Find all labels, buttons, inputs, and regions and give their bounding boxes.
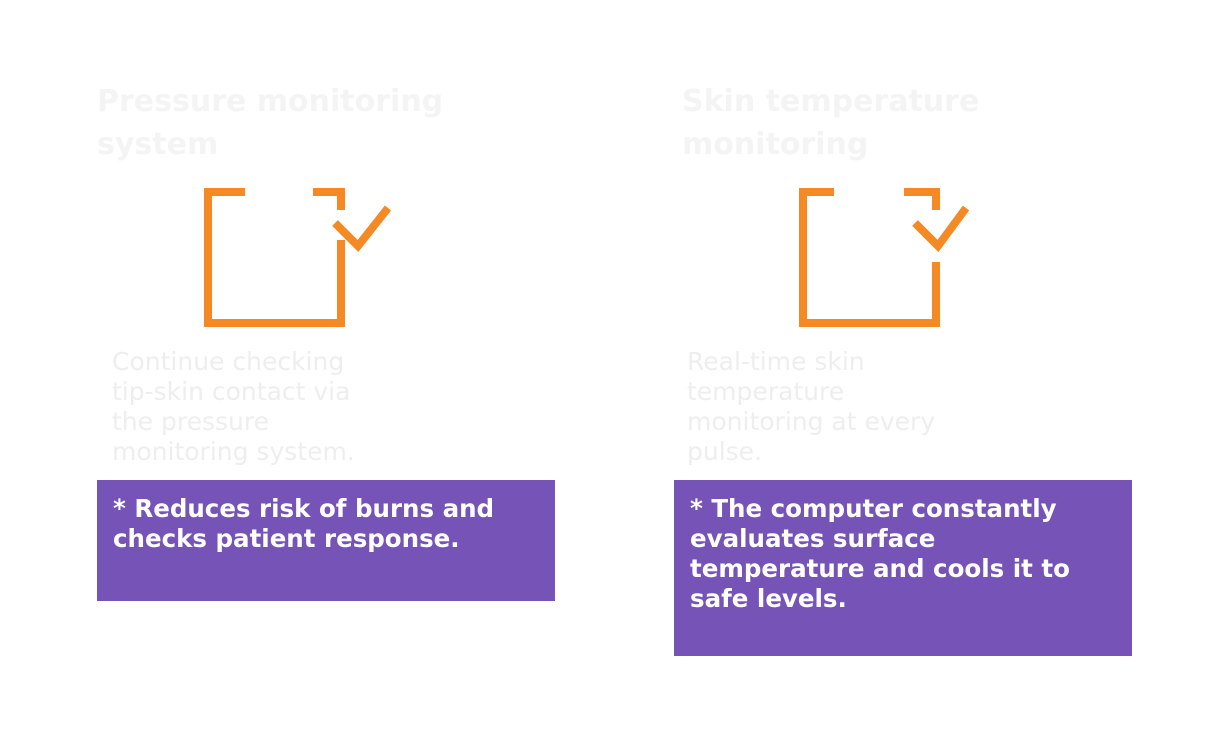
temperature-note: * The computer constantly evaluates surf… [674,480,1132,656]
pressure-description: Continue checking tip-skin contact via t… [112,347,355,466]
temperature-description: Real-time skin temperature monitoring at… [687,347,936,466]
thermometer-check-icon [799,188,970,327]
pressure-title: Pressure monitoring system [97,84,444,162]
pressure-check-icon [204,188,392,327]
temperature-title: Skin temperature monitoring [682,84,980,162]
pressure-note: * Reduces risk of burns and checks patie… [97,480,555,601]
